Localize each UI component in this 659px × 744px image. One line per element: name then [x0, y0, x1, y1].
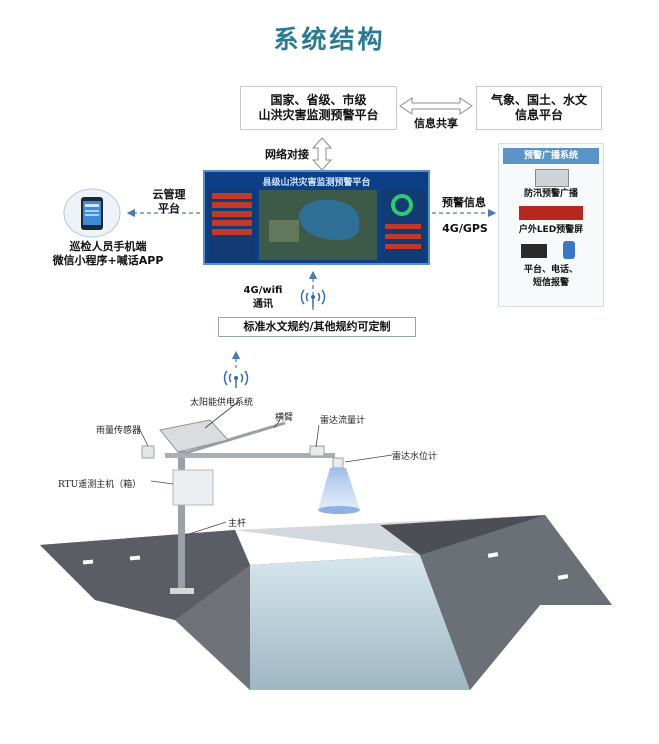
wireless-signal-icon: [300, 289, 326, 307]
warning-item-sms: 短信报警: [532, 278, 569, 288]
label-arm: 横臂: [275, 413, 294, 423]
platform-left-panel: [209, 190, 255, 260]
network-link-label: 网络对接: [265, 148, 309, 161]
national-platform-line2: 山洪灾害监测预警平台: [258, 108, 379, 122]
river-channel: [40, 515, 612, 690]
monitoring-station: [141, 419, 360, 594]
mobile-line1: 巡检人员手机端: [69, 240, 147, 253]
cloud-mgmt-label: 云管理 平台: [140, 188, 198, 216]
led-screen-icon: [519, 206, 583, 220]
county-platform-screen: 县级山洪灾害监测预警平台: [203, 170, 430, 265]
mobile-label: 巡检人员手机端 微信小程序+喊话APP: [48, 240, 168, 268]
platform-right-panel: [381, 190, 426, 260]
mobile-line2: 微信小程序+喊话APP: [52, 254, 164, 267]
weather-platform-box: 气象、国土、水文 信息平台: [476, 86, 602, 130]
weather-platform-line1: 气象、国土、水文: [490, 93, 587, 107]
comm-label: 4G/wifi 通讯: [232, 284, 294, 312]
station-wireless-icon: [223, 370, 249, 388]
label-radar-level: 雷达水位计: [392, 452, 438, 462]
cloud-mgmt-line2: 平台: [158, 202, 180, 215]
network-link-arrow: [311, 137, 333, 171]
warning-item-broadcast: 防汛预警广播: [523, 189, 578, 199]
weather-platform-line2: 信息平台: [514, 108, 563, 122]
warning-item-platform: 平台、电话、: [523, 265, 578, 275]
label-rain-sensor: 雨量传感器: [96, 426, 142, 436]
label-solar: 太阳能供电系统: [190, 398, 254, 408]
county-platform-title: 县级山洪灾害监测预警平台: [262, 178, 371, 188]
transport-label: 4G/GPS: [442, 222, 488, 235]
warning-system-panel: 预警广播系统 防汛预警广播 户外LED预警屏 平台、电话、 短信报警: [498, 143, 604, 307]
label-radar-flow: 雷达流量计: [320, 416, 366, 426]
warning-info-label: 预警信息: [442, 196, 486, 209]
mobile-phone-icon: [63, 188, 121, 238]
national-platform-box: 国家、省级、市级 山洪灾害监测预警平台: [240, 86, 397, 130]
broadcast-speaker-icon: [535, 169, 569, 187]
warning-item-led: 户外LED预警屏: [518, 225, 584, 235]
cloud-mgmt-line1: 云管理: [152, 188, 186, 201]
station-leader-lines: [138, 401, 393, 536]
label-rtu: RTU遥测主机（箱）: [58, 480, 142, 490]
warning-system-title: 预警广播系统: [503, 148, 599, 164]
label-pole: 主杆: [228, 519, 247, 529]
info-share-arrow: [399, 97, 473, 115]
comm-line1: 4G/wifi: [243, 285, 283, 296]
platform-terminal-icon: [521, 244, 547, 258]
comm-line2: 通讯: [253, 299, 273, 310]
platform-map: [259, 190, 377, 260]
protocol-box: 标准水文规约/其他规约可定制: [218, 317, 416, 337]
page-title: 系统结构: [273, 25, 386, 54]
phone-icon: [563, 241, 575, 259]
national-platform-line1: 国家、省级、市级: [270, 93, 367, 107]
info-share-label: 信息共享: [414, 117, 458, 130]
